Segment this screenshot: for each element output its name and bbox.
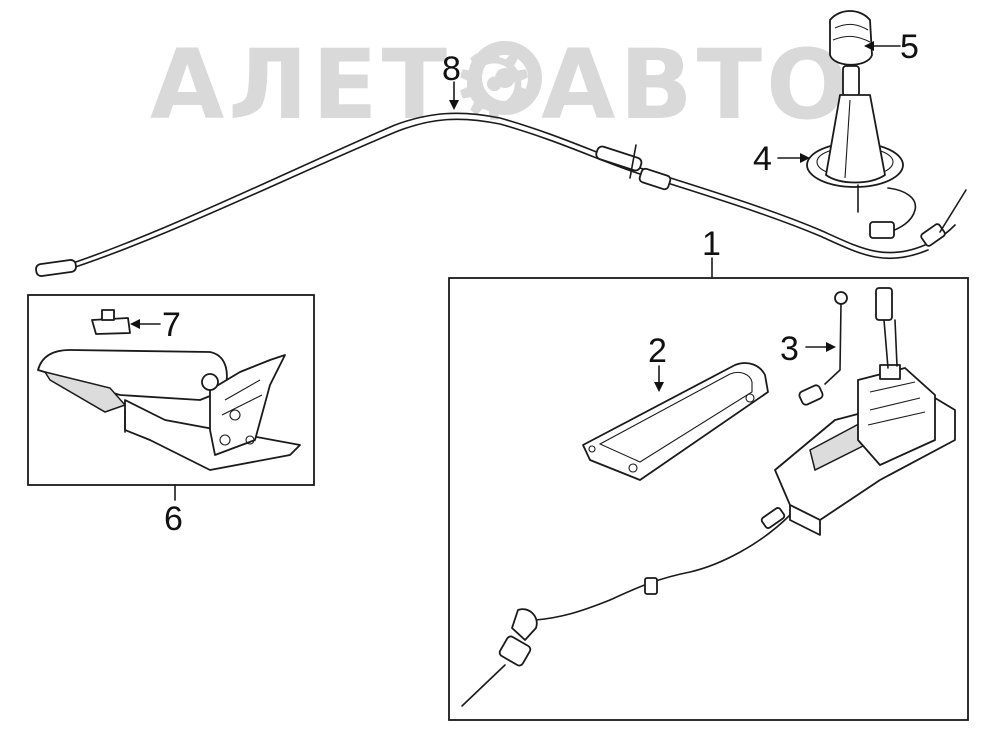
- bezel-plate-2: [582, 362, 769, 481]
- shifter-body-1: [461, 287, 956, 707]
- pedal-bracket-6: [37, 349, 301, 471]
- shift-knob-5: [829, 10, 873, 97]
- gear-icon: [468, 41, 542, 115]
- callout-7: 7: [162, 306, 181, 344]
- clip-7: [91, 309, 131, 335]
- shifter-assembly-frame: [448, 277, 969, 721]
- pedal-assembly-frame: [27, 294, 315, 486]
- callout-3: 3: [780, 330, 799, 368]
- watermark: АЛЕТ⚙АВТО: [150, 29, 848, 141]
- callout-4: 4: [753, 140, 772, 178]
- callout-labels: 8 5 4 1 2 3 7 6: [162, 28, 919, 538]
- leaders: [130, 41, 901, 501]
- callout-8: 8: [442, 50, 461, 88]
- callout-5: 5: [900, 28, 919, 66]
- sensor-lead-3: [798, 291, 848, 406]
- callout-2: 2: [648, 332, 667, 370]
- callout-6: 6: [164, 500, 183, 538]
- shift-cable-8: [35, 112, 967, 277]
- callout-1: 1: [702, 225, 721, 263]
- shift-boot-4: [806, 94, 917, 239]
